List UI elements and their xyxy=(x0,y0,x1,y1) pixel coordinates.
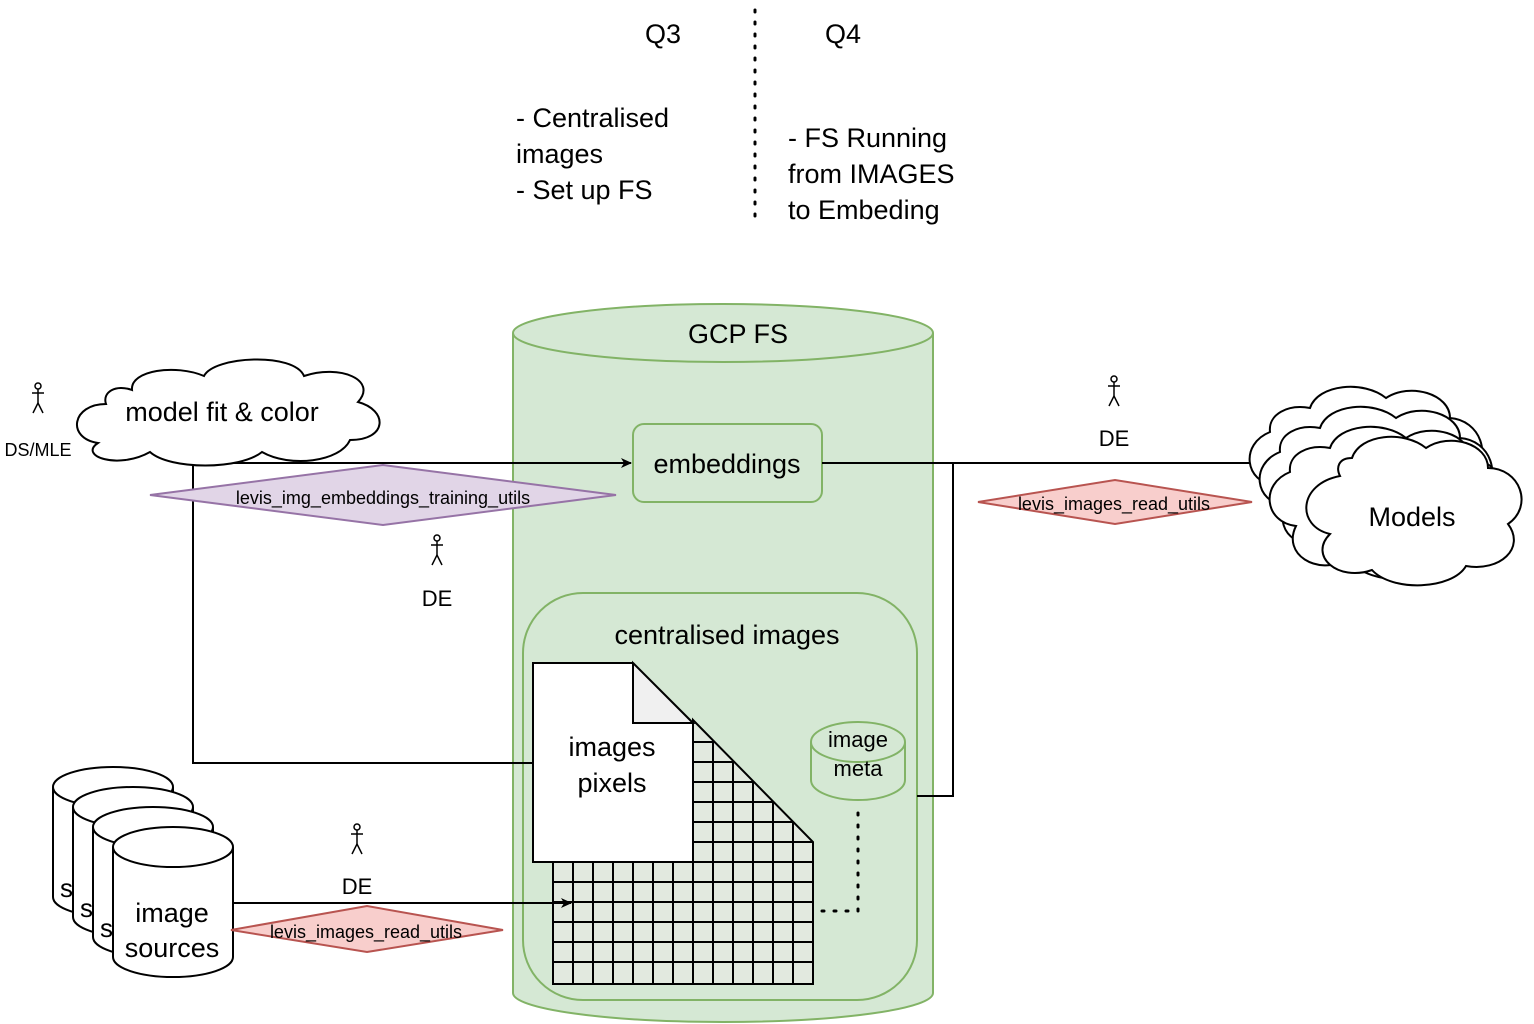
source-label-partial-3: s xyxy=(100,913,113,943)
source-cylinder-main: image sources xyxy=(112,826,234,978)
de-models-label: DE xyxy=(1099,426,1130,451)
person-icon xyxy=(32,382,44,414)
timeline: Q3 Q4 - Centralised images - Set up FS -… xyxy=(516,8,955,225)
de-sources-label: DE xyxy=(342,874,373,899)
image-meta-line-2: meta xyxy=(834,756,884,781)
de-training-label: DE xyxy=(422,586,453,611)
images-pixels-document[interactable]: images pixels xyxy=(532,660,696,863)
model-fit-label: model fit & color xyxy=(125,397,319,427)
connector-pixels-to-embeddings xyxy=(192,458,632,764)
image-meta-cylinder[interactable]: image meta xyxy=(810,721,906,801)
image-sources-line-2: sources xyxy=(125,933,220,963)
q4-line-1: - FS Running xyxy=(788,123,947,153)
q4-label: Q4 xyxy=(825,19,861,49)
model-fit-cloud[interactable]: model fit & color xyxy=(75,358,381,467)
training-utils-diamond[interactable]: levis_img_embeddings_training_utils xyxy=(149,463,617,527)
q3-label: Q3 xyxy=(645,19,681,49)
q4-line-2: from IMAGES xyxy=(788,159,955,189)
q3-line-3: - Set up FS xyxy=(516,175,653,205)
person-icon xyxy=(1108,375,1120,407)
gcp-fs-title: GCP FS xyxy=(688,319,788,349)
actor-ds-mle: DS/MLE xyxy=(4,382,72,460)
source-label-partial-2: s xyxy=(80,893,93,923)
image-sources-stack[interactable]: s s s image sources xyxy=(52,766,234,978)
person-icon xyxy=(431,534,443,566)
ds-mle-label: DS/MLE xyxy=(4,440,71,460)
image-sources-line-1: image xyxy=(135,898,209,928)
source-label-partial-1: s xyxy=(60,873,73,903)
embeddings-box[interactable]: embeddings xyxy=(632,423,823,503)
q4-line-3: to Embeding xyxy=(788,195,940,225)
models-label: Models xyxy=(1368,502,1455,532)
q3-line-1: - Centralised xyxy=(516,103,669,133)
meta-link-dotted xyxy=(813,811,860,913)
images-pixels-line-2: pixels xyxy=(577,768,646,798)
actor-de-training: DE xyxy=(422,534,453,611)
embeddings-label: embeddings xyxy=(653,449,800,479)
read-utils-diamond-sources[interactable]: levis_images_read_utils xyxy=(230,904,504,954)
models-cloud-front xyxy=(1305,435,1523,587)
centralised-images-title: centralised images xyxy=(614,620,839,650)
images-pixels-line-1: images xyxy=(568,732,655,762)
actor-de-models: DE xyxy=(1099,375,1130,451)
image-meta-line-1: image xyxy=(828,727,888,752)
models-cloud-stack[interactable]: Models xyxy=(1248,385,1523,587)
training-utils-label: levis_img_embeddings_training_utils xyxy=(236,488,530,509)
actor-de-sources: DE xyxy=(342,823,373,899)
person-icon xyxy=(351,823,363,855)
read-utils-models-label: levis_images_read_utils xyxy=(1018,494,1210,515)
connector-meta-to-models xyxy=(917,463,954,797)
read-utils-sources-label: levis_images_read_utils xyxy=(270,922,462,943)
q3-line-2: images xyxy=(516,139,603,169)
read-utils-diamond-models[interactable]: levis_images_read_utils xyxy=(977,478,1253,526)
